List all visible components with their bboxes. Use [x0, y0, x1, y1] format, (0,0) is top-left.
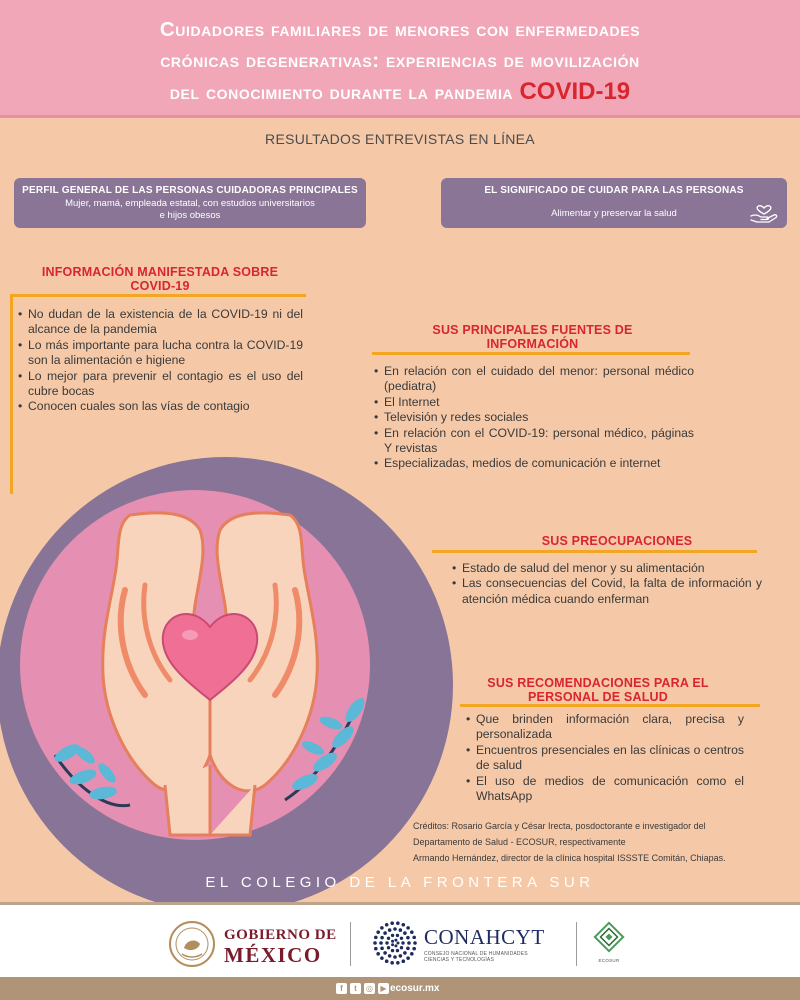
- info-list: No dudan de la existencia de la COVID-19…: [18, 307, 303, 415]
- title-line-1: Cuidadores familiares de menores con enf…: [159, 18, 641, 41]
- profile-box-text: Mujer, mamá, empleada estatal, con estud…: [14, 198, 366, 222]
- info-title-line-1: INFORMACIÓN MANIFESTADA SOBRE: [41, 265, 279, 279]
- logo-band: [0, 902, 800, 977]
- gobierno-line-2: MÉXICO: [224, 943, 322, 967]
- gobierno-seal-icon: [169, 921, 215, 967]
- youtube-icon[interactable]: ▶: [378, 983, 389, 994]
- list-item: Las consecuencias del Covid, la falta de…: [452, 576, 762, 607]
- logo-divider: [576, 922, 577, 966]
- gobierno-line-1: GOBIERNO DE: [224, 927, 337, 943]
- ecosur-label: ECOSUR: [598, 958, 620, 963]
- profile-text-line-1: Mujer, mamá, empleada estatal, con estud…: [65, 198, 315, 209]
- social-icons: f t ◎ ▶: [336, 983, 389, 994]
- list-item: Lo más importante para lucha contra la C…: [18, 338, 303, 369]
- list-item: Conocen cuales son las vías de contagio: [18, 399, 303, 415]
- list-item: En relación con el cuidado del menor: pe…: [374, 364, 694, 395]
- credits-line-3: Armando Hernández, director de la clínic…: [413, 853, 726, 863]
- credits: Créditos: Rosario García y César Irecta,…: [413, 818, 798, 866]
- conahcyt-sub-line-2: CIENCIAS Y TECNOLOGÍAS: [424, 957, 494, 963]
- sources-title-line-2: INFORMACIÓN: [486, 337, 579, 351]
- info-title-line-2: COVID-19: [130, 279, 190, 293]
- meaning-box-text: Alimentar y preservar la salud: [551, 208, 677, 219]
- info-section-rule: [10, 294, 306, 297]
- title-line-2: crónicas degenerativas: experiencias de …: [160, 49, 640, 72]
- facebook-icon[interactable]: f: [336, 983, 347, 994]
- list-item: Estado de salud del menor y su alimentac…: [452, 561, 762, 577]
- profile-box-title: PERFIL GENERAL DE LAS PERSONAS CUIDADORA…: [22, 185, 358, 196]
- conahcyt-subtitle: CONSEJO NACIONAL DE HUMANIDADES CIENCIAS…: [424, 951, 554, 963]
- ecosur-logo-icon: [593, 921, 625, 953]
- hands-heart-illustration: [0, 457, 453, 913]
- sources-section-title: SUS PRINCIPALES FUENTES DE INFORMACIÓN: [400, 323, 665, 351]
- logo-divider: [350, 922, 351, 966]
- conahcyt-logo-icon: [373, 921, 417, 965]
- title-line-3-text: del conocimiento durante la pandemia: [169, 81, 514, 104]
- concerns-section-rule: [432, 550, 757, 553]
- left-leaf-branch: [53, 744, 131, 808]
- gobierno-logo-text: GOBIERNO DE MÉXICO: [224, 925, 337, 967]
- right-leaf-branch: [284, 698, 365, 802]
- concerns-section-title: SUS PREOCUPACIONES: [541, 534, 693, 548]
- recommendations-list: Que brinden información clara, precisa y…: [466, 712, 744, 804]
- list-item: Especializadas, medios de comunicación e…: [374, 456, 694, 472]
- concerns-list: Estado de salud del menor y su alimentac…: [452, 561, 762, 607]
- twitter-icon[interactable]: t: [350, 983, 361, 994]
- results-subheading: RESULTADOS ENTREVISTAS EN LÍNEA: [265, 131, 535, 147]
- footer-bar: [0, 977, 800, 1000]
- conahcyt-name: CONAHCYT: [424, 925, 545, 949]
- list-item: El Internet: [374, 395, 694, 411]
- meaning-box-title: EL SIGNIFICADO DE CUIDAR PARA LAS PERSON…: [484, 185, 744, 196]
- sources-section-rule: [372, 352, 690, 355]
- recommendations-title-line-2: PERSONAL DE SALUD: [528, 690, 668, 704]
- website-link[interactable]: ecosur.mx: [390, 983, 440, 994]
- sources-list: En relación con el cuidado del menor: pe…: [374, 364, 694, 472]
- profile-box: PERFIL GENERAL DE LAS PERSONAS CUIDADORA…: [14, 178, 366, 228]
- credits-line-2: Departamento de Salud - ECOSUR, respecti…: [413, 837, 626, 847]
- credits-line-1: Créditos: Rosario García y César Irecta,…: [413, 821, 706, 831]
- conahcyt-logo-text: CONAHCYT CONSEJO NACIONAL DE HUMANIDADES…: [424, 925, 554, 963]
- profile-text-line-2: e hijos obesos: [159, 210, 221, 221]
- list-item: Que brinden información clara, precisa y…: [466, 712, 744, 743]
- recommendations-title-line-1: SUS RECOMENDACIONES PARA EL: [487, 676, 709, 690]
- institution-name: EL COLEGIO DE LA FRONTERA SUR: [205, 874, 595, 891]
- sources-title-line-1: SUS PRINCIPALES FUENTES DE: [432, 323, 633, 337]
- info-section-side-rule: [10, 294, 13, 494]
- recommendations-section-title: SUS RECOMENDACIONES PARA EL PERSONAL DE …: [458, 676, 738, 704]
- right-hand: [208, 511, 319, 793]
- hand-heart-icon: [750, 205, 778, 223]
- list-item: Encuentros presenciales en las clínicas …: [466, 743, 744, 774]
- title-highlight: COVID-19: [519, 78, 631, 105]
- list-item: Lo mejor para prevenir el contagio es el…: [18, 369, 303, 400]
- recommendations-section-rule: [460, 704, 760, 707]
- title-line-3: del conocimiento durante la pandemia COV…: [0, 76, 800, 108]
- conahcyt-sub-line-1: CONSEJO NACIONAL DE HUMANIDADES: [424, 951, 528, 957]
- instagram-icon[interactable]: ◎: [364, 983, 375, 994]
- list-item: El uso de medios de comunicación como el…: [466, 774, 744, 805]
- meaning-box: EL SIGNIFICADO DE CUIDAR PARA LAS PERSON…: [441, 178, 787, 228]
- header-banner: Cuidadores familiares de menores con enf…: [0, 0, 800, 118]
- info-section-title: INFORMACIÓN MANIFESTADA SOBRE COVID-19: [10, 265, 310, 293]
- list-item: No dudan de la existencia de la COVID-19…: [18, 307, 303, 338]
- page-title: Cuidadores familiares de menores con enf…: [0, 14, 800, 108]
- list-item: En relación con el COVID-19: personal mé…: [374, 426, 694, 457]
- list-item: Televisión y redes sociales: [374, 410, 694, 426]
